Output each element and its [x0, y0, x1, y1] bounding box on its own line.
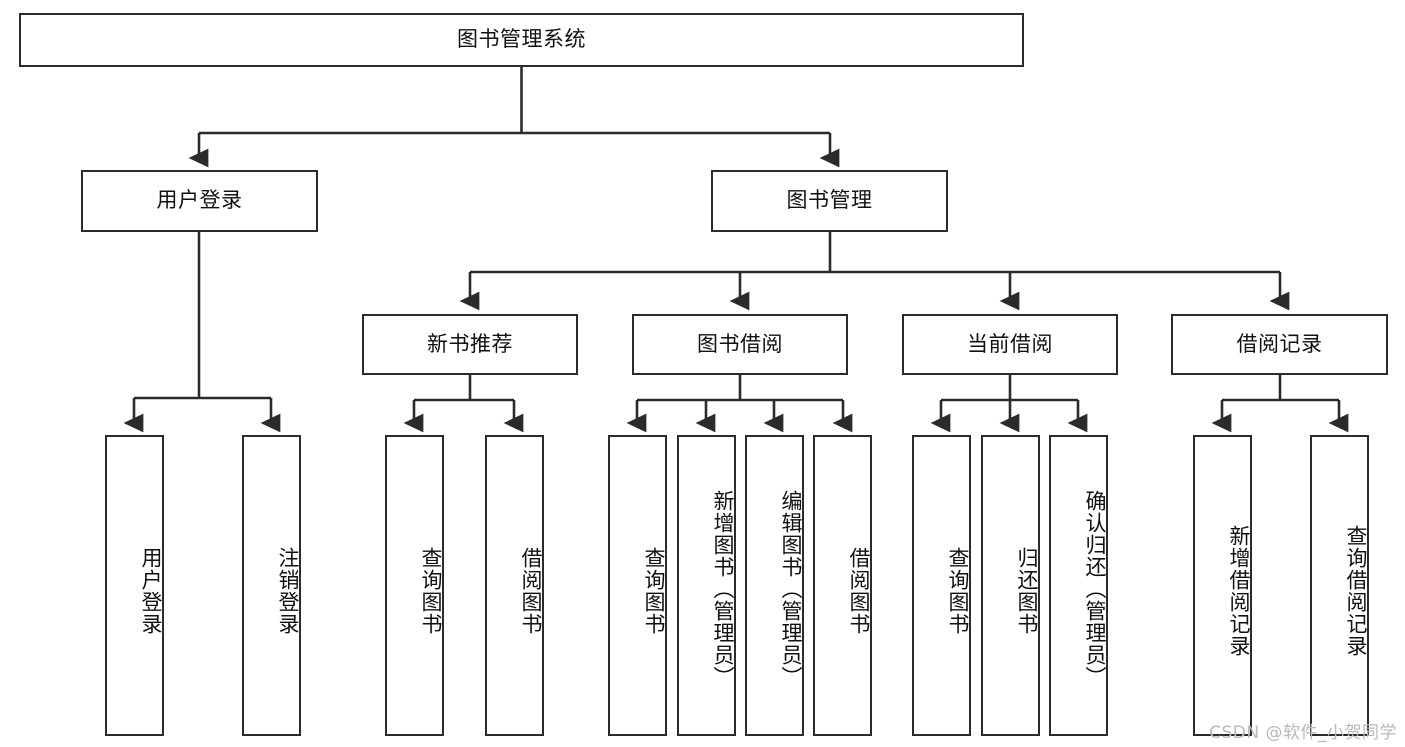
node-root-book-management-system[interactable]: 图书管理系统: [19, 13, 1024, 67]
node-book-borrow[interactable]: 图书借阅: [632, 314, 848, 375]
node-label: 新增图书（管理员）: [711, 489, 735, 688]
node-label: 图书管理系统: [457, 27, 586, 52]
node-label: 编辑图书（管理员）: [779, 489, 803, 688]
node-new-book-recommend[interactable]: 新书推荐: [362, 314, 578, 375]
node-label: 确认归还（管理员）: [1083, 489, 1107, 688]
node-leaf-edit-book-admin[interactable]: 编辑图书（管理员）: [745, 435, 804, 736]
node-label: 图书借阅: [697, 331, 783, 356]
node-leaf-logout[interactable]: 注销登录: [242, 435, 301, 736]
node-borrow-record[interactable]: 借阅记录: [1171, 314, 1388, 375]
node-label: 新书推荐: [427, 331, 513, 356]
node-leaf-query-book-borrow[interactable]: 查询图书: [608, 435, 667, 736]
node-label: 查询图书: [642, 546, 666, 635]
node-label: 查询图书: [946, 546, 970, 635]
node-label: 查询图书: [419, 546, 443, 635]
node-leaf-query-book-current[interactable]: 查询图书: [912, 435, 971, 736]
node-leaf-return-book[interactable]: 归还图书: [981, 435, 1040, 736]
node-label: 借阅图书: [847, 546, 871, 635]
node-user-login[interactable]: 用户登录: [81, 170, 318, 232]
node-label: 当前借阅: [967, 331, 1053, 356]
node-leaf-borrow-book-recommend[interactable]: 借阅图书: [485, 435, 544, 736]
node-book-management[interactable]: 图书管理: [711, 170, 948, 232]
node-leaf-confirm-return-admin[interactable]: 确认归还（管理员）: [1049, 435, 1108, 736]
node-label: 查询借阅记录: [1344, 524, 1368, 657]
node-leaf-query-borrow-record[interactable]: 查询借阅记录: [1310, 435, 1369, 736]
node-leaf-add-book-admin[interactable]: 新增图书（管理员）: [677, 435, 736, 736]
node-label: 新增借阅记录: [1227, 524, 1251, 657]
node-leaf-add-borrow-record[interactable]: 新增借阅记录: [1193, 435, 1252, 736]
node-label: 用户登录: [139, 546, 163, 635]
node-leaf-query-book-recommend[interactable]: 查询图书: [385, 435, 444, 736]
node-current-borrow[interactable]: 当前借阅: [902, 314, 1118, 375]
node-label: 借阅图书: [519, 546, 543, 635]
node-label: 注销登录: [276, 546, 300, 635]
node-label: 图书管理: [786, 188, 873, 213]
node-leaf-borrow-book[interactable]: 借阅图书: [813, 435, 872, 736]
node-label: 借阅记录: [1236, 331, 1323, 356]
node-leaf-user-login[interactable]: 用户登录: [105, 435, 164, 736]
node-label: 归还图书: [1015, 546, 1039, 635]
node-label: 用户登录: [156, 188, 243, 213]
csdn-watermark: CSDN @软件_小贺同学: [1209, 723, 1397, 743]
